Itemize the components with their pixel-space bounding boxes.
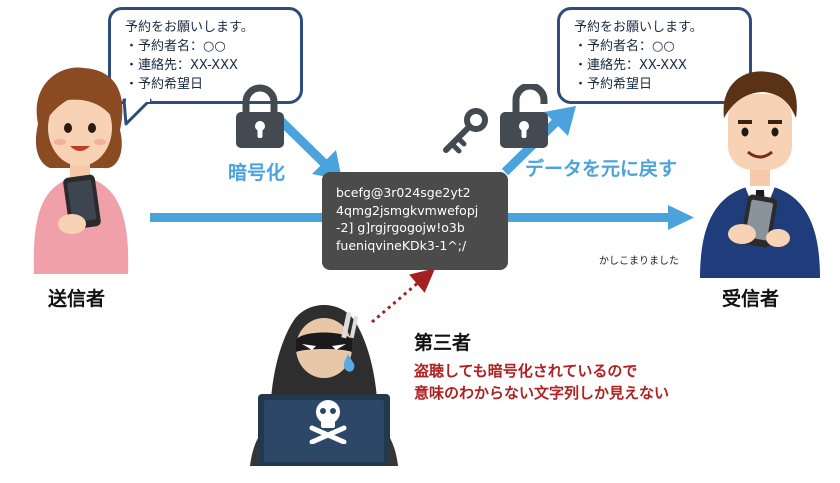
third-party-caption-line: 盗聴しても暗号化されているので: [414, 362, 638, 380]
bubble-line: 予約をお願いします。: [574, 20, 703, 35]
key-icon: [443, 108, 488, 154]
sender-label: 送信者: [48, 288, 106, 310]
locked-padlock-icon: [236, 84, 284, 148]
bubble-line: ・予約希望日: [574, 77, 653, 92]
ciphertext-line: bcefg@3r024sge2yt2: [336, 185, 471, 200]
ciphertext-line: fueniqvineKDk3-1^;/: [336, 237, 467, 253]
third-party-caption-line: 意味のわからない文字列しか見えない: [414, 384, 670, 402]
ciphertext-line: -2] g]rgjrgogojw!o3b: [336, 220, 465, 235]
bubble-line: ・予約者名：○○: [574, 39, 675, 54]
third-party-title: 第三者: [414, 332, 472, 354]
receiver-reply-text: かしこまりました: [599, 256, 679, 267]
sender-speech-bubble: 予約をお願いします。 ・予約者名：○○ ・連絡先：XX-XXX ・予約希望日: [108, 7, 303, 104]
unlocked-padlock-icon: [500, 84, 548, 148]
receiver-speech-bubble: 予約をお願いします。 ・予約者名：○○ ・連絡先：XX-XXX ・予約希望日: [557, 7, 752, 104]
receiver-man-illustration: [700, 71, 820, 278]
main-arrow-head: [668, 205, 694, 230]
bubble-line: ・連絡先：XX-XXX: [125, 58, 238, 73]
ciphertext-box: bcefg@3r024sge2yt2 4qmg2jsmgkvmwefopj -2…: [322, 172, 508, 270]
bubble-line: 予約をお願いします。: [125, 20, 254, 35]
eavesdrop-arrow: [371, 268, 436, 324]
ciphertext-line: 4qmg2jsmgkvmwefopj: [336, 202, 479, 218]
decrypt-label: データを元に戻す: [525, 158, 678, 180]
encrypt-arrow-shaft: [274, 114, 330, 169]
bubble-line: ・予約者名：○○: [125, 39, 226, 54]
bubble-line: ・予約希望日: [125, 77, 204, 92]
receiver-label: 受信者: [722, 288, 780, 310]
encrypt-label: 暗号化: [228, 162, 286, 184]
decrypt-arrow-head: [544, 106, 576, 136]
sender-woman-illustration: [33, 67, 129, 274]
bubble-line: ・連絡先：XX-XXX: [574, 58, 687, 73]
sender-bubble-tail: [122, 98, 152, 126]
skull-icon: [309, 400, 347, 444]
